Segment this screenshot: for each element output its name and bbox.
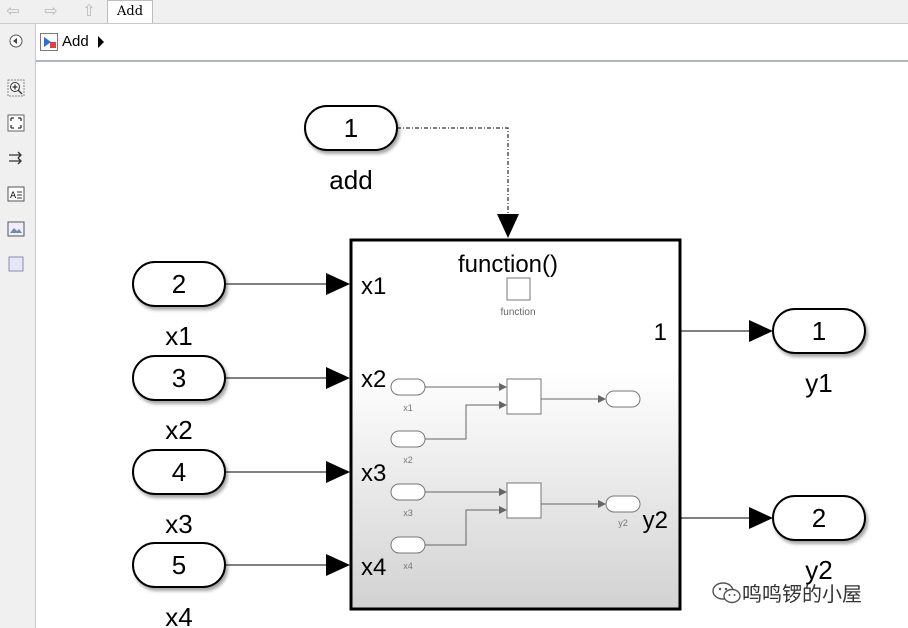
- signal-arrowhead: [326, 273, 350, 295]
- inport-number: 5: [172, 550, 186, 580]
- subsystem-port-label: x4: [361, 554, 386, 581]
- preview-port-label: y2: [618, 518, 628, 528]
- annotation-icon[interactable]: A: [6, 184, 26, 204]
- subsystem-preview: [390, 378, 641, 554]
- trigger-line[interactable]: [397, 127, 509, 216]
- preview-port-label: x4: [403, 561, 413, 571]
- inport-label: x1: [165, 321, 192, 351]
- trigger-arrowhead: [497, 214, 519, 238]
- trigger-preview-label: function: [500, 307, 535, 318]
- model-icon: [40, 33, 58, 56]
- hide-browser-icon[interactable]: [6, 31, 26, 51]
- outport-label: y2: [805, 555, 832, 585]
- subsystem-port-label: 1: [654, 319, 667, 346]
- signal-arrowhead: [749, 507, 773, 529]
- tab-add[interactable]: Add: [107, 0, 154, 23]
- subsystem-port-label: x2: [361, 366, 386, 393]
- forward-arrow-icon[interactable]: ⇨: [44, 3, 58, 20]
- image-icon[interactable]: [6, 219, 26, 239]
- watermark: 鸣鸣锣的小屋: [712, 578, 862, 607]
- subsystem-port-label: x1: [361, 273, 386, 300]
- preview-port-label: x2: [403, 455, 413, 465]
- signal-arrowhead: [326, 554, 350, 576]
- subsystem-port-label: x3: [361, 460, 386, 487]
- signal-arrowhead: [749, 320, 773, 342]
- trigger-port-label: add: [329, 165, 372, 195]
- outport-block-y1[interactable]: 1: [772, 308, 866, 354]
- inport-label: x4: [165, 602, 192, 628]
- trigger-preview-block: [506, 277, 531, 301]
- wechat-icon: [712, 581, 741, 603]
- up-arrow-icon[interactable]: ⇧: [82, 3, 96, 20]
- subsystem-port-label: y2: [643, 507, 668, 534]
- inport-number: 3: [172, 363, 186, 393]
- inport-label: x3: [165, 509, 192, 539]
- breadcrumb-arrow-icon[interactable]: [98, 36, 104, 48]
- inport-label: x2: [165, 415, 192, 445]
- outport-label: y1: [805, 368, 832, 398]
- trigger-port-block[interactable]: 1: [304, 105, 398, 151]
- inport-block-x3[interactable]: 4: [132, 449, 226, 495]
- inport-number: 2: [172, 269, 186, 299]
- svg-text:A: A: [10, 191, 17, 201]
- watermark-text: 鸣鸣锣的小屋: [742, 582, 862, 606]
- trigger-port-number: 1: [344, 113, 358, 143]
- inport-block-x1[interactable]: 2: [132, 261, 226, 307]
- back-arrow-icon[interactable]: ⇦: [6, 3, 20, 20]
- zoom-icon[interactable]: [6, 78, 26, 98]
- outport-block-y2[interactable]: 2: [772, 495, 866, 541]
- signal-arrowhead: [326, 461, 350, 483]
- fit-to-view-icon[interactable]: [6, 113, 26, 133]
- preview-port-label: x3: [403, 508, 413, 518]
- title-bar: ⇦ ⇨ ⇧ Add: [0, 0, 908, 24]
- subsystem-title: function(): [458, 251, 558, 278]
- breadcrumb: Add: [36, 24, 908, 62]
- left-toolbar: A: [0, 24, 36, 628]
- outport-number: 2: [812, 503, 826, 533]
- signal-arrowhead: [326, 367, 350, 389]
- inport-block-x4[interactable]: 5: [132, 542, 226, 588]
- inport-block-x2[interactable]: 3: [132, 355, 226, 401]
- outport-number: 1: [812, 316, 826, 346]
- inport-number: 4: [172, 457, 186, 487]
- preview-port-label: x1: [403, 403, 413, 413]
- signal-routing-icon[interactable]: [6, 148, 26, 168]
- area-icon[interactable]: [6, 254, 26, 274]
- breadcrumb-label[interactable]: Add: [62, 33, 89, 50]
